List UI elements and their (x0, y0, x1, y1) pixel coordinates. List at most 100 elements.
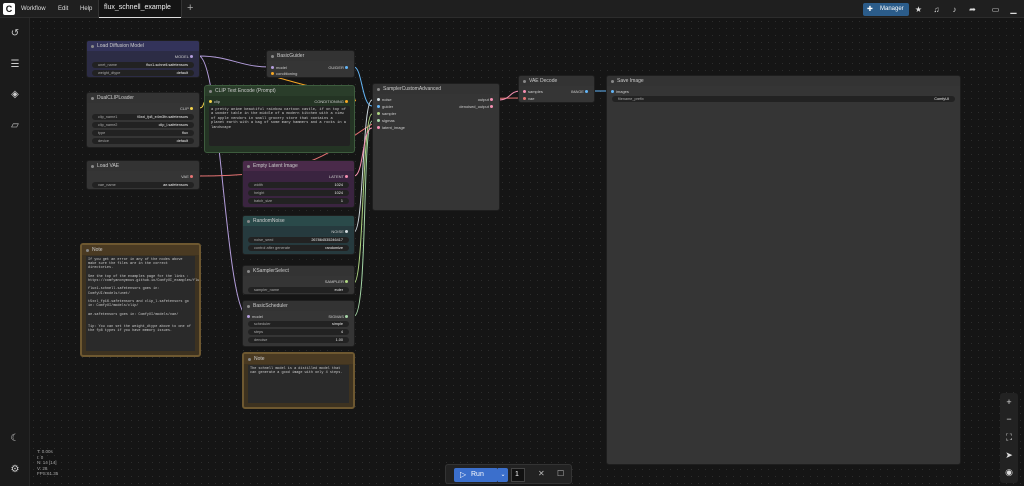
comfy-logo-icon[interactable]: C (3, 3, 15, 15)
output-image[interactable]: IMAGE (571, 89, 590, 94)
zoom-controls: + − ⛶ ➤ ◉ (1000, 393, 1018, 483)
workflow-tab-label: flux_schnell_example (104, 4, 171, 11)
history-icon[interactable]: ↺ (10, 28, 20, 39)
bell-off-icon[interactable]: ♪ (952, 5, 957, 14)
node-note-1[interactable]: Note If you get an error in any of the n… (80, 243, 201, 357)
zoom-out-icon[interactable]: − (1006, 414, 1012, 424)
note-textarea[interactable]: The schnell model is a distilled model t… (248, 365, 349, 403)
node-title: DualCLIPLoader (87, 93, 199, 103)
input-clip[interactable]: clip (209, 99, 220, 104)
panel-icon[interactable]: ▭ (991, 5, 1000, 14)
output-conditioning[interactable]: CONDITIONING (314, 99, 350, 104)
output-noise[interactable]: NOISE (331, 229, 350, 234)
input-latent-image[interactable]: latent_image (377, 125, 405, 130)
run-button[interactable]: ▷ Run (454, 468, 498, 482)
share-icon[interactable]: ➦ (969, 5, 976, 14)
zoom-in-icon[interactable]: + (1006, 397, 1012, 407)
workflow-tab[interactable]: flux_schnell_example (98, 0, 182, 18)
output-guider[interactable]: GUIDER (328, 65, 350, 70)
output-denoised[interactable]: denoised_output (459, 104, 495, 109)
node-title: Note (244, 354, 353, 364)
output-vae[interactable]: VAE (181, 174, 195, 179)
node-basic-guider[interactable]: BasicGuider model conditioning GUIDER (266, 50, 355, 78)
node-clip-text-encode[interactable]: CLIP Text Encode (Prompt) clip CONDITION… (204, 85, 355, 153)
pointer-icon[interactable]: ➤ (1005, 450, 1013, 460)
input-samples[interactable]: samples (523, 89, 543, 94)
output-sigmas[interactable]: SIGMAS (328, 314, 350, 319)
stop-icon[interactable]: ☐ (557, 469, 565, 478)
input-noise[interactable]: noise (377, 97, 392, 102)
queue-icon[interactable]: ☰ (10, 59, 20, 70)
fit-view-icon[interactable]: ⛶ (1005, 432, 1013, 442)
output-clip[interactable]: CLIP (180, 106, 195, 111)
star-icon[interactable]: ★ (914, 5, 923, 14)
node-note-2[interactable]: Note The schnell model is a distilled mo… (242, 352, 355, 409)
stat-n: N: 14 [14] (37, 460, 57, 465)
minimize-icon[interactable]: ▁ (1010, 5, 1017, 14)
tab-active-indicator (99, 17, 181, 18)
settings-icon[interactable]: ⚙ (10, 464, 20, 475)
output-latent[interactable]: LATENT (329, 174, 350, 179)
input-images[interactable]: images (611, 89, 629, 94)
render-stats: T: 0.00s I: 0 N: 14 [14] V: 28 FPS:61.35 (37, 449, 58, 477)
node-title: SamplerCustomAdvanced (373, 84, 499, 94)
add-tab-button[interactable]: + (187, 2, 194, 14)
note-textarea[interactable]: If you get an error in any of the nodes … (86, 256, 199, 351)
folder-icon[interactable]: ▱ (11, 120, 19, 131)
batch-count-input[interactable]: 1 (511, 468, 525, 482)
node-sampler-custom-advanced[interactable]: SamplerCustomAdvanced noise guider sampl… (372, 83, 500, 211)
input-sampler[interactable]: sampler (377, 111, 396, 116)
input-vae[interactable]: vae (523, 96, 534, 101)
node-title: Save Image (607, 76, 960, 86)
input-conditioning[interactable]: conditioning (271, 71, 297, 76)
input-model[interactable]: model (247, 314, 263, 319)
node-vae-decode[interactable]: VAE Decode samples vae IMAGE (518, 75, 595, 103)
cube-icon[interactable]: ◈ (11, 89, 19, 100)
input-sigmas[interactable]: sigmas (377, 118, 395, 123)
output-sampler[interactable]: SAMPLER (325, 279, 350, 284)
cancel-icon[interactable]: ✕ (538, 469, 545, 478)
chevron-down-icon: ⌄ (500, 472, 506, 478)
output-model[interactable]: MODEL (175, 54, 195, 59)
node-title: Empty Latent Image (243, 161, 354, 171)
output-output[interactable]: output (478, 97, 495, 102)
input-guider[interactable]: guider (377, 104, 393, 109)
menu-workflow[interactable]: Workflow (21, 6, 46, 12)
menu-help[interactable]: Help (80, 6, 93, 12)
node-title: VAE Decode (519, 76, 594, 86)
menu-edit[interactable]: Edit (58, 6, 69, 12)
prompt-textarea[interactable]: a pretty anime beautiful rainbow cartoon… (209, 106, 350, 146)
bell-icon[interactable]: ♫ (933, 5, 940, 14)
manager-button[interactable]: ✚ Manager (863, 3, 909, 16)
input-model[interactable]: model (271, 65, 287, 70)
top-bar: C Workflow Edit Help flux_schnell_exampl… (0, 0, 1024, 18)
theme-icon[interactable]: ☾ (10, 433, 20, 444)
run-mode-dropdown[interactable]: ⌄ (498, 468, 508, 482)
visibility-icon[interactable]: ◉ (1005, 467, 1013, 477)
